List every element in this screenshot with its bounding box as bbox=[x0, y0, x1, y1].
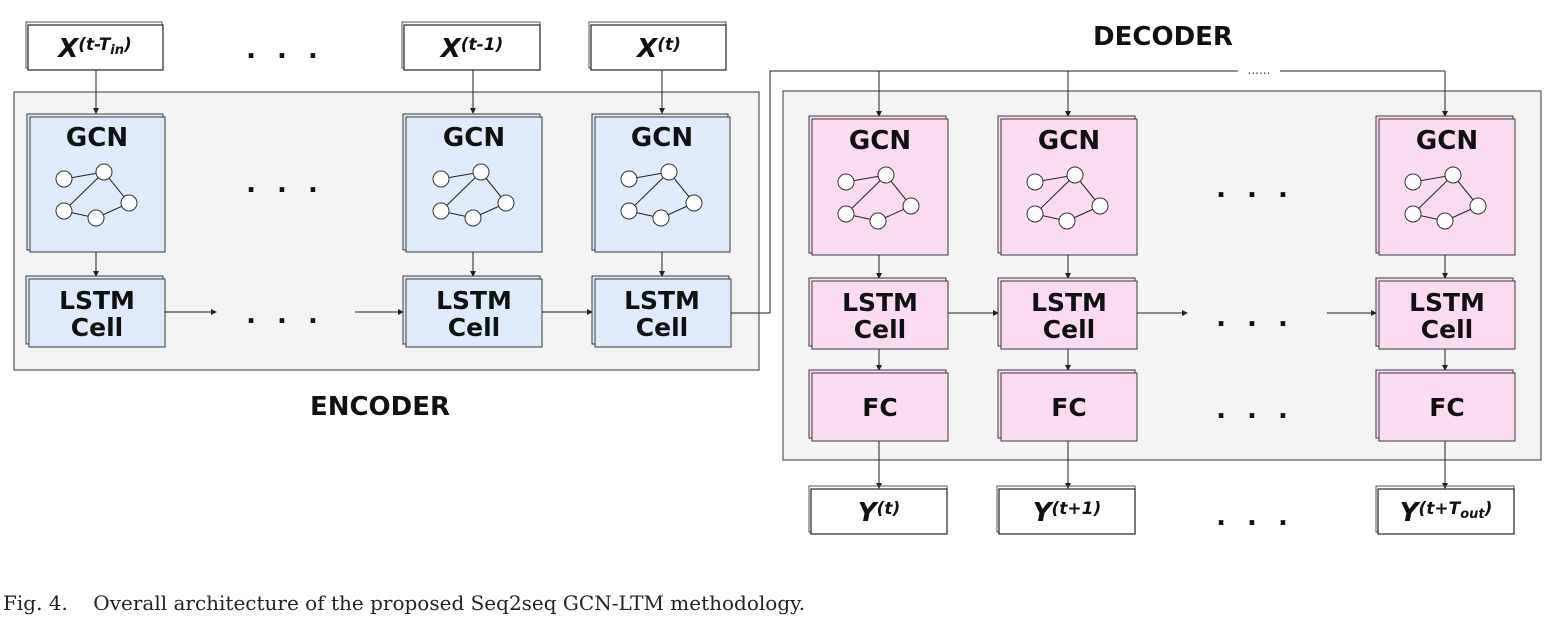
decoder-title: DECODER bbox=[1093, 22, 1233, 52]
encoder-gcn-1: GCN bbox=[26, 113, 166, 253]
input-x-t-1: X(t-1) bbox=[401, 21, 541, 71]
svg-text:Y(t+Tout): Y(t+Tout) bbox=[1400, 498, 1493, 528]
input-x-t: X(t) bbox=[588, 21, 727, 71]
svg-text:X(t-1): X(t-1) bbox=[439, 34, 504, 64]
svg-text:LSTM: LSTM bbox=[842, 288, 918, 317]
svg-text:X(t): X(t) bbox=[635, 34, 681, 64]
encoder-lstm-ellipsis: . . . bbox=[246, 300, 324, 330]
svg-text:FC: FC bbox=[862, 393, 897, 422]
svg-text:FC: FC bbox=[1051, 393, 1086, 422]
svg-text:LSTM: LSTM bbox=[436, 286, 512, 315]
svg-text:Cell: Cell bbox=[71, 313, 123, 342]
svg-text:GCN: GCN bbox=[1416, 126, 1478, 156]
svg-text:GCN: GCN bbox=[1038, 126, 1100, 156]
svg-text:Cell: Cell bbox=[1043, 315, 1095, 344]
encoder-gcn-2: GCN bbox=[402, 113, 543, 253]
svg-text:FC: FC bbox=[1429, 393, 1464, 422]
graph-icon bbox=[1404, 166, 1487, 230]
graph-icon bbox=[620, 163, 703, 227]
decoder-fc-1: FC bbox=[808, 369, 949, 442]
encoder-title: ENCODER bbox=[310, 392, 450, 422]
encoder-decoder-link bbox=[731, 70, 1445, 314]
output-y-t-tout: Y(t+Tout) bbox=[1375, 485, 1515, 535]
graph-icon bbox=[837, 166, 920, 230]
decoder-lstm-ellipsis: . . . bbox=[1216, 303, 1294, 333]
input-x-t-tin: X(t-Tin) bbox=[25, 21, 164, 71]
encoder-lstm-2: LSTM Cell bbox=[402, 275, 543, 348]
svg-text:LSTM: LSTM bbox=[59, 286, 135, 315]
svg-text:Y(t+1): Y(t+1) bbox=[1033, 498, 1102, 528]
svg-text:Cell: Cell bbox=[1421, 315, 1473, 344]
decoder-gcn-ellipsis: . . . bbox=[1216, 174, 1294, 204]
svg-text:Cell: Cell bbox=[854, 315, 906, 344]
svg-text:GCN: GCN bbox=[849, 126, 911, 156]
svg-text:X(t-Tin): X(t-Tin) bbox=[56, 34, 132, 64]
output-y-t-1: Y(t+1) bbox=[996, 485, 1136, 535]
svg-text:LSTM: LSTM bbox=[1409, 288, 1485, 317]
encoder-gcn-ellipsis: . . . bbox=[246, 169, 324, 199]
svg-text:Cell: Cell bbox=[636, 313, 688, 342]
svg-text:Cell: Cell bbox=[448, 313, 500, 342]
input-ellipsis: . . . bbox=[246, 35, 324, 65]
output-y-t: Y(t) bbox=[808, 485, 948, 535]
decoder-gcn-1: GCN bbox=[808, 115, 949, 256]
svg-text:......: ...... bbox=[1248, 63, 1271, 77]
encoder-lstm-1: LSTM Cell bbox=[25, 275, 166, 348]
decoder-fc-ellipsis: . . . bbox=[1216, 395, 1294, 425]
decoder-gcn-2: GCN bbox=[997, 115, 1138, 256]
output-ellipsis: . . . bbox=[1216, 502, 1294, 532]
svg-text:LSTM: LSTM bbox=[1031, 288, 1107, 317]
decoder-lstm-2: LSTM Cell bbox=[997, 277, 1138, 350]
graph-icon bbox=[55, 163, 138, 227]
graph-icon bbox=[432, 163, 515, 227]
svg-text:Y(t): Y(t) bbox=[858, 498, 901, 528]
figure-caption: Fig. 4. Overall architecture of the prop… bbox=[3, 591, 806, 615]
decoder-lstm-3: LSTM Cell bbox=[1375, 277, 1516, 350]
decoder-fc-3: FC bbox=[1375, 369, 1516, 442]
svg-text:GCN: GCN bbox=[66, 123, 128, 153]
graph-icon bbox=[1026, 166, 1109, 230]
decoder-gcn-3: GCN bbox=[1375, 115, 1516, 256]
decoder-lstm-1: LSTM Cell bbox=[808, 277, 949, 350]
svg-text:LSTM: LSTM bbox=[624, 286, 700, 315]
svg-text:GCN: GCN bbox=[631, 123, 693, 153]
encoder-gcn-3: GCN bbox=[591, 113, 731, 253]
decoder-fc-2: FC bbox=[997, 369, 1138, 442]
encoder-lstm-3: LSTM Cell bbox=[591, 275, 732, 348]
svg-text:GCN: GCN bbox=[443, 123, 505, 153]
